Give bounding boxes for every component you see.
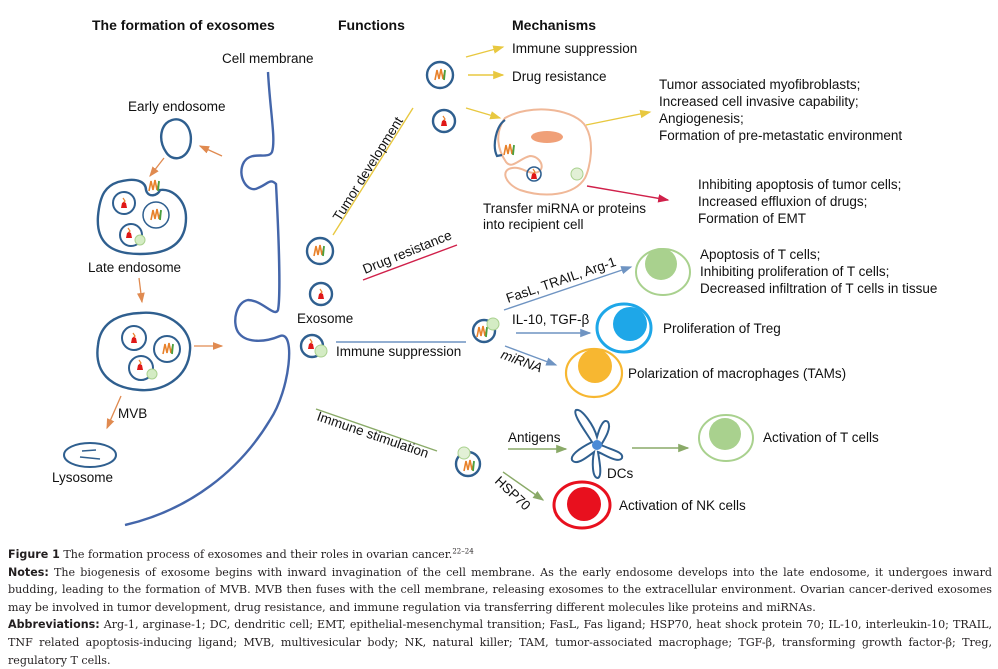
notes-text: The biogenesis of exosome begins with in… xyxy=(8,565,992,614)
effects-2-list: Inhibiting apoptosis of tumor cells; Inc… xyxy=(698,177,901,226)
header-formation: The formation of exosomes xyxy=(92,17,275,33)
label-immune-stimulation: Immune stimulation xyxy=(315,409,431,461)
transfer-line-2: into recipient cell xyxy=(483,217,584,232)
effect-2-item: Increased effluxion of drugs; xyxy=(698,194,867,209)
exosome-mixed xyxy=(299,333,328,359)
figure-refs: 22–24 xyxy=(452,547,474,556)
arrow-to-effects-1 xyxy=(585,109,652,126)
arrow-mvb-to-lysosome xyxy=(106,395,122,430)
label-il10-tgfb: IL-10, TGF-β xyxy=(512,312,590,327)
label-immune-suppression: Immune suppression xyxy=(336,344,461,359)
figure-title: The formation process of exosomes and th… xyxy=(63,548,453,561)
effect-tam: Polarization of macrophages (TAMs) xyxy=(628,366,846,381)
line-drug-resistance xyxy=(362,244,458,281)
effects-t-list: Apoptosis of T cells; Inhibiting prolife… xyxy=(700,247,937,296)
effect-t-item: Inhibiting proliferation of T cells; xyxy=(700,264,889,279)
caption-notes: Notes: The biogenesis of exosome begins … xyxy=(8,564,992,617)
abbr-label: Abbreviations: xyxy=(8,618,100,632)
header-functions: Functions xyxy=(338,17,405,33)
label-dcs: DCs xyxy=(607,466,633,481)
label-mirna: miRNA xyxy=(499,347,544,376)
dendritic-cell xyxy=(570,408,624,480)
t-cell-suppressed xyxy=(635,248,691,296)
effect-1-item: Angiogenesis; xyxy=(659,111,744,126)
mvb xyxy=(96,311,192,392)
label-lysosome: Lysosome xyxy=(52,470,113,485)
transfer-line-1: Transfer miRNA or proteins xyxy=(483,201,646,216)
line-immune-stimulation xyxy=(315,408,438,452)
effect-2-item: Formation of EMT xyxy=(698,211,806,226)
arrow-mirna xyxy=(504,345,558,366)
recipient-cell xyxy=(493,108,592,196)
abbr-text: Arg-1, arginase-1; DC, dendritic cell; E… xyxy=(8,618,992,667)
late-endosome xyxy=(96,178,188,256)
mech-drug-resistance: Drug resistance xyxy=(512,69,607,84)
tam-cell xyxy=(564,347,624,399)
label-cell-membrane: Cell membrane xyxy=(222,51,314,66)
label-mvb: MVB xyxy=(118,406,147,421)
effect-nk-activation: Activation of NK cells xyxy=(619,498,746,513)
caption-title-line: Figure 1 The formation process of exosom… xyxy=(8,546,992,564)
label-fasl-trail-arg1: FasL, TRAIL, Arg-1 xyxy=(504,254,618,306)
effects-1-list: Tumor associated myofibroblasts; Increas… xyxy=(659,77,902,143)
arrow-to-recipient xyxy=(465,107,502,120)
exosome-rna xyxy=(305,236,335,266)
arrow-to-immune-suppression xyxy=(465,45,505,58)
treg-cell xyxy=(595,302,653,354)
notes-label: Notes: xyxy=(8,565,49,579)
caption-abbreviations: Abbreviations: Arg-1, arginase-1; DC, de… xyxy=(8,616,992,669)
nk-cell xyxy=(552,480,612,530)
effect-1-item: Tumor associated myofibroblasts; xyxy=(659,77,860,92)
figure-caption: Figure 1 The formation process of exosom… xyxy=(8,546,992,669)
arrow-membrane-to-early xyxy=(198,145,223,157)
exosome-tumor-rna xyxy=(425,60,455,90)
line-tumor-development xyxy=(332,107,414,236)
arrow-late-to-mvb xyxy=(137,277,145,304)
exosome-suppression xyxy=(471,317,500,344)
exosome-protein xyxy=(308,281,334,307)
effect-t-item: Apoptosis of T cells; xyxy=(700,247,820,262)
exosome-diagram: The formation of exosomes Functions Mech… xyxy=(52,17,937,530)
early-endosome xyxy=(160,118,193,160)
figure-label: Figure 1 xyxy=(8,548,60,561)
lysosome xyxy=(63,442,117,468)
exosome-tumor-protein xyxy=(431,108,457,134)
arrow-to-effects-2 xyxy=(586,185,670,203)
label-exosome: Exosome xyxy=(297,311,353,326)
exosome-stimulation xyxy=(454,446,482,478)
t-cell-activated xyxy=(698,414,754,462)
effect-treg: Proliferation of Treg xyxy=(663,321,781,336)
label-tumor-development: Tumor development xyxy=(330,114,406,224)
effect-2-item: Inhibiting apoptosis of tumor cells; xyxy=(698,177,901,192)
label-late-endosome: Late endosome xyxy=(88,260,181,275)
arrow-hsp70 xyxy=(502,471,545,501)
effect-1-item: Increased cell invasive capability; xyxy=(659,94,859,109)
mech-immune-suppression: Immune suppression xyxy=(512,41,637,56)
effect-t-activation: Activation of T cells xyxy=(763,430,879,445)
cell-membrane xyxy=(124,71,291,527)
label-antigens: Antigens xyxy=(508,430,561,445)
header-mechanisms: Mechanisms xyxy=(512,17,596,33)
effect-1-item: Formation of pre-metastatic environment xyxy=(659,128,902,143)
effect-t-item: Decreased infiltration of T cells in tis… xyxy=(700,281,937,296)
label-early-endosome: Early endosome xyxy=(128,99,226,114)
arrow-early-to-late xyxy=(149,157,165,178)
arrow-fasl xyxy=(503,266,633,311)
